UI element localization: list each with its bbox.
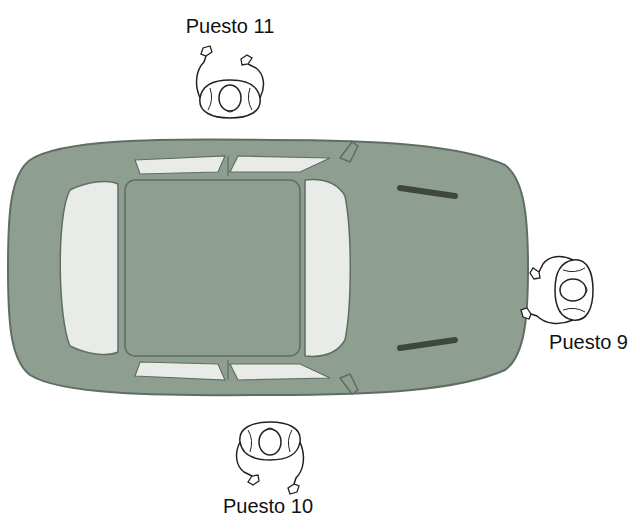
position-label: Puesto 9: [549, 330, 628, 354]
position-label: Puesto 11: [186, 14, 275, 38]
position-label: Puesto 10: [223, 494, 313, 518]
